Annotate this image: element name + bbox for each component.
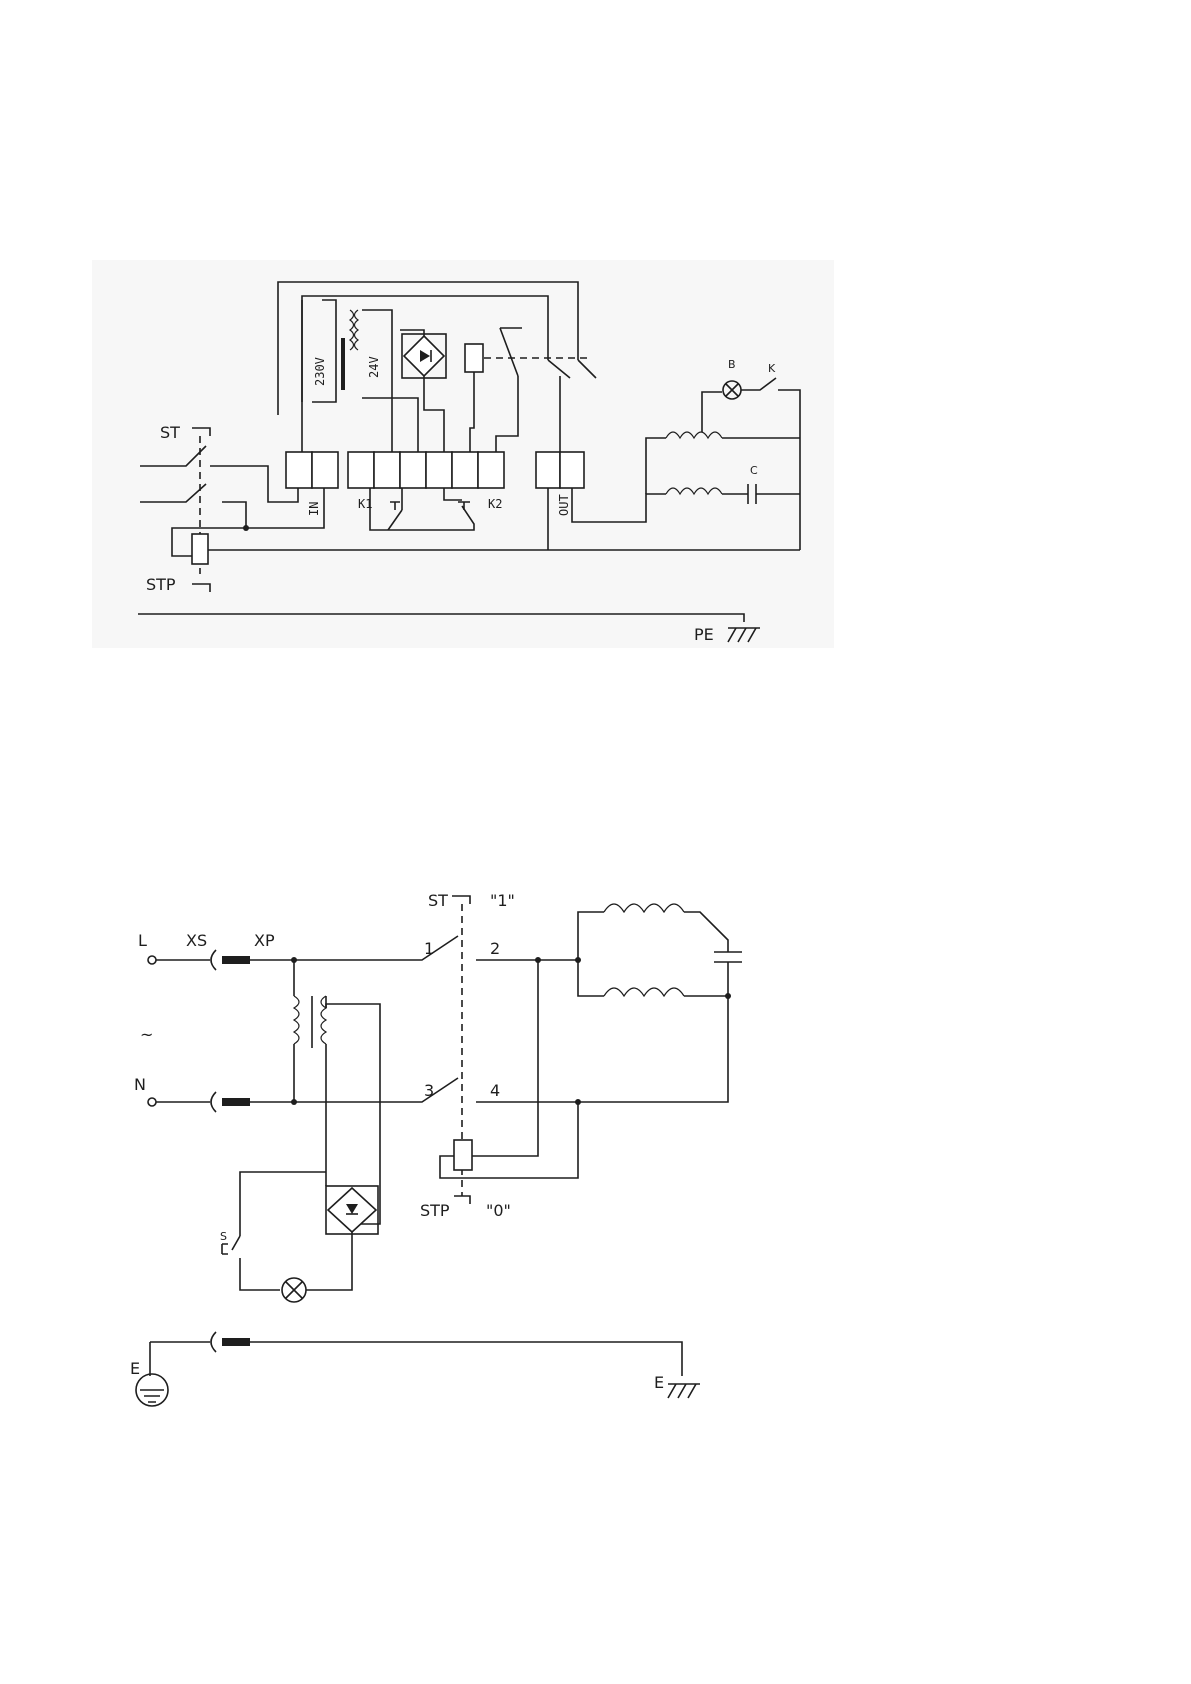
socket-label: XS: [186, 931, 207, 950]
socket-plug-n: [156, 1092, 250, 1112]
lamp-label: B: [728, 358, 736, 371]
coil-stp-label: STP: [146, 575, 176, 594]
button-k1-label: K1: [358, 497, 372, 511]
coil-stp2-label: STP: [420, 1201, 450, 1220]
pin-2: 2: [490, 939, 500, 958]
terminal-n: [148, 1098, 156, 1106]
lamp-switch-label: K: [768, 362, 776, 375]
ground-pe-label: PE: [694, 625, 714, 644]
winding-upper-2: [604, 904, 684, 912]
earth-left-label: E: [130, 1359, 140, 1378]
transformer-2: [294, 960, 380, 1224]
lamp-switch-s: S: [220, 1230, 280, 1290]
terminal-block-control: [348, 452, 504, 488]
capacitor-c2: [714, 952, 742, 962]
relay-coil-box: [465, 344, 483, 372]
stp-coil-box: [192, 534, 208, 564]
winding-lower-2: [604, 988, 684, 996]
socket-plug-l: [156, 950, 250, 970]
terminal-l: [148, 956, 156, 964]
plug-label: XP: [254, 931, 275, 950]
earth-symbol-left: E: [130, 1342, 168, 1406]
switch-st-label: ST: [160, 423, 180, 442]
terminal-out-label: OUT: [557, 494, 571, 516]
lamp-switch-s-label: S: [220, 1230, 227, 1243]
button-k2-label: K2: [488, 497, 502, 511]
transformer-secondary-label: 24V: [367, 356, 381, 378]
switch-on-label: "1": [490, 891, 515, 910]
neutral-label: N: [134, 1075, 146, 1094]
pin-4: 4: [490, 1081, 500, 1100]
line-label: L: [138, 931, 147, 950]
earth-line: E: [150, 1332, 700, 1398]
switch-off-label: "0": [486, 1201, 511, 1220]
pin-3: 3: [424, 1081, 434, 1100]
earth-right-label: E: [654, 1373, 664, 1392]
stp2-coil-box: [454, 1140, 472, 1170]
transformer-primary-label: 230V: [313, 357, 327, 386]
rectifier-bridge-2: [240, 1172, 378, 1290]
ac-symbol: ~: [140, 1025, 153, 1044]
pin-1: 1: [424, 939, 434, 958]
switch-st2-label: ST: [428, 891, 448, 910]
primary-coil-2: [294, 996, 299, 1044]
wiring-diagram: 230V 24V: [92, 260, 834, 648]
lamp-2: [282, 1278, 306, 1302]
schematic-diagram: L N ~ XS XP: [130, 891, 742, 1406]
terminal-in-label: IN: [307, 502, 321, 516]
motor-windings-2: [578, 904, 742, 999]
capacitor-label: C: [750, 464, 758, 477]
